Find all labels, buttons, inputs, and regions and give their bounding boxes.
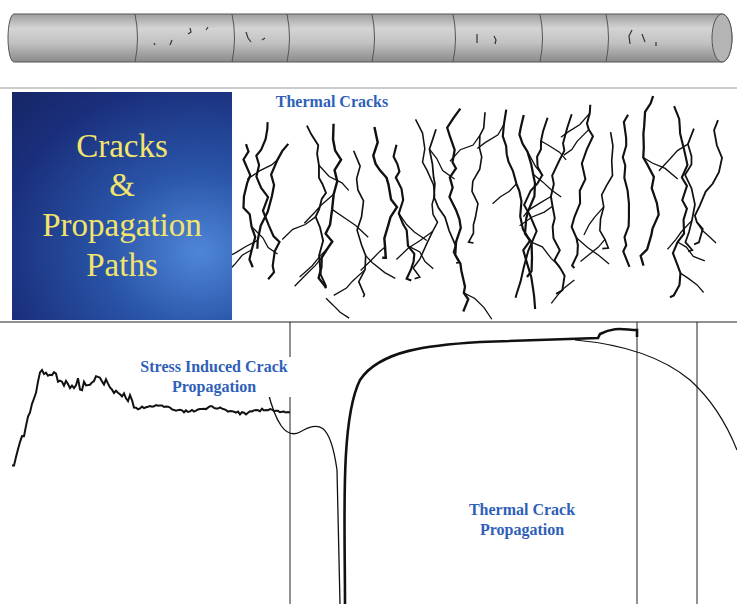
crack-branch [551,280,574,303]
thermal-crack [257,144,288,249]
crack-branch [282,217,315,240]
thermal-crack [685,129,695,252]
panel-lines [0,88,737,604]
curve-label: Stress Induced Crack Propagation [137,357,291,397]
crack-branch [678,242,705,261]
crack-branch [680,273,703,292]
pipe-cylinder [8,14,732,62]
crack-branch [295,258,322,287]
crack-branch [304,194,333,223]
title-panel: Cracks & Propagation Paths [12,92,232,320]
crack-branch [520,206,553,226]
crack-branch [361,247,385,271]
crack-branch [580,239,604,261]
curve-label: Thermal Crack Propagation [430,500,614,540]
thermal-crack [551,114,572,294]
thermal-crack [307,126,326,287]
crack-branch [399,213,427,240]
thermal-crack-field [224,96,722,319]
crack-branch [464,293,492,319]
thermal-crack [394,145,415,281]
crack-branch [576,238,609,264]
thermal-crack [373,127,397,258]
thermal-crack [469,112,485,243]
crack-branch [523,196,550,216]
panel-title: Cracks & Propagation Paths [12,127,232,285]
thermal-crack [641,96,659,266]
crack-branch [477,125,504,149]
thermal-crack-branch [575,340,737,450]
crack-branch [332,209,368,237]
thermal-crack [670,106,688,297]
crack-branch [366,256,396,279]
thermal-crack [319,124,341,289]
crack-branch [334,270,365,296]
thermal-crack [694,120,722,244]
thermal-crack [354,151,366,297]
stress-crack-branch [268,392,340,604]
thermal-crack [600,132,613,249]
section-label: Thermal Cracks [250,92,414,112]
crack-branch [533,174,561,197]
crack-branch [493,184,517,204]
crack-branch [659,144,688,171]
thermal-crack-path [344,329,637,604]
thermal-crack [243,144,255,267]
pipe-cracks [154,27,656,46]
thermal-crack [413,119,437,279]
thermal-crack [572,105,593,268]
crack-branch [396,232,432,260]
crack-branch [450,135,480,161]
thermal-crack [447,109,468,312]
thermal-crack [623,115,630,267]
crack-branch [564,130,589,156]
thermal-crack [256,122,279,279]
crack-branch [326,298,349,318]
